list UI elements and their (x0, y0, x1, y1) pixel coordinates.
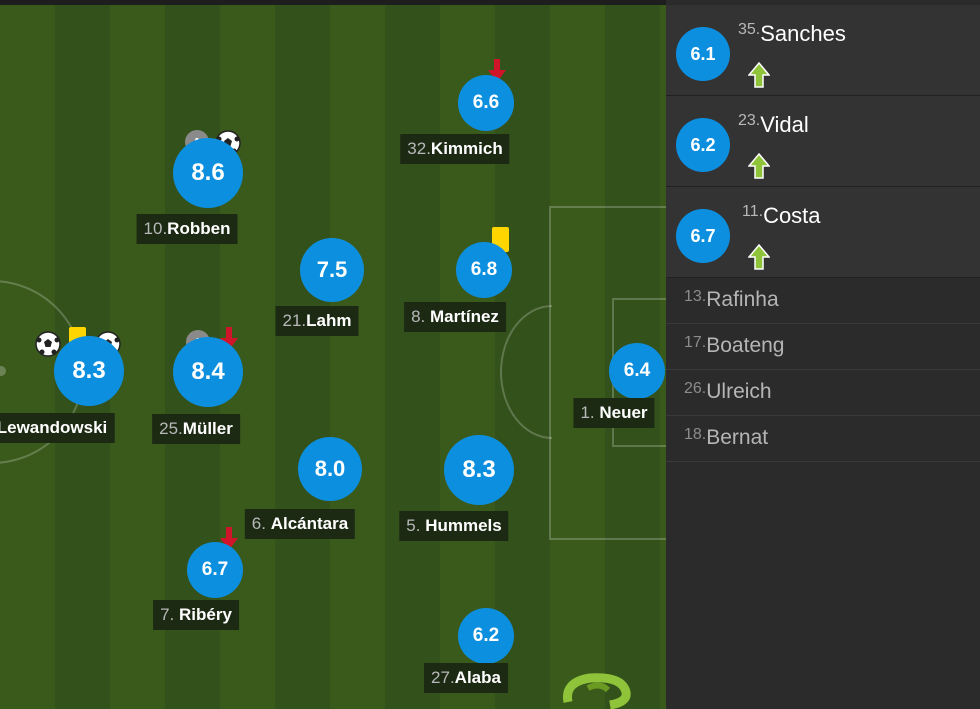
player-name-label: 17.Boateng (684, 334, 785, 357)
substitute-row[interactable]: 6.7 11.Costa (666, 187, 980, 278)
player-rating: 6.7 (187, 542, 243, 598)
soccer-ball-icon (35, 331, 61, 357)
subbed-off-icon (488, 59, 506, 82)
player-name-label: 27.Alaba (424, 663, 508, 693)
unused-substitute-row[interactable]: 18.Bernat (666, 416, 980, 462)
player-rating: 6.4 (609, 343, 665, 399)
player-rating: 6.2 (458, 608, 514, 664)
subbed-on-icon (748, 152, 770, 179)
substitute-row[interactable]: 6.2 23.Vidal (666, 96, 980, 187)
player-rating: 6.1 (676, 27, 730, 81)
player-name-label: 7. Ribéry (153, 600, 239, 630)
player-name-label: 26.Ulreich (684, 380, 772, 403)
player-name-label: 10.Robben (136, 214, 238, 244)
player-name-label: 5. Hummels (399, 511, 509, 541)
pitch-top-border (0, 0, 666, 5)
player-name-label: 18.Bernat (684, 426, 769, 449)
bench-panel: 6.1 35.Sanches 6.2 23.Vidal 6.7 11.Costa… (666, 0, 980, 709)
pitch: 6.6 32.Kimmich A 8.6 10.Robben 7.5 21.La… (0, 0, 666, 709)
player-name-label: 35.Sanches (738, 21, 846, 46)
player-name-label: 21.Lahm (275, 306, 359, 336)
player-rating: 8.3 (444, 435, 514, 505)
whoscored-logo-icon (562, 673, 631, 709)
subbed-on-icon (748, 61, 770, 88)
player-name-label: 13.Rafinha (684, 288, 779, 311)
player-name-label: 25.Müller (152, 414, 240, 444)
player-rating: 6.2 (676, 118, 730, 172)
player-rating: 6.7 (676, 209, 730, 263)
player-name-label: 6. Alcántara (244, 509, 356, 539)
player-name-label: 11.Costa (742, 203, 821, 228)
player-rating: 8.3 (54, 336, 124, 406)
unused-substitute-row[interactable]: 13.Rafinha (666, 278, 980, 324)
subbed-off-icon (220, 527, 238, 550)
player-rating: 7.5 (300, 238, 364, 302)
player-name-label: 23.Vidal (738, 112, 809, 137)
player-name-label: Lewandowski (0, 413, 115, 443)
center-spot (0, 366, 6, 376)
player-rating: 6.8 (456, 242, 512, 298)
unused-substitute-row[interactable]: 17.Boateng (666, 324, 980, 370)
player-name-label: 8. Martínez (404, 302, 506, 332)
player-rating: 8.0 (298, 437, 362, 501)
player-rating: 8.4 (173, 337, 243, 407)
player-name-label: 1. Neuer (573, 398, 655, 428)
substitute-row[interactable]: 6.1 35.Sanches (666, 5, 980, 96)
subbed-on-icon (748, 243, 770, 270)
player-name-label: 32.Kimmich (400, 134, 510, 164)
player-rating: 8.6 (173, 138, 243, 208)
unused-substitute-row[interactable]: 26.Ulreich (666, 370, 980, 416)
player-rating: 6.6 (458, 75, 514, 131)
